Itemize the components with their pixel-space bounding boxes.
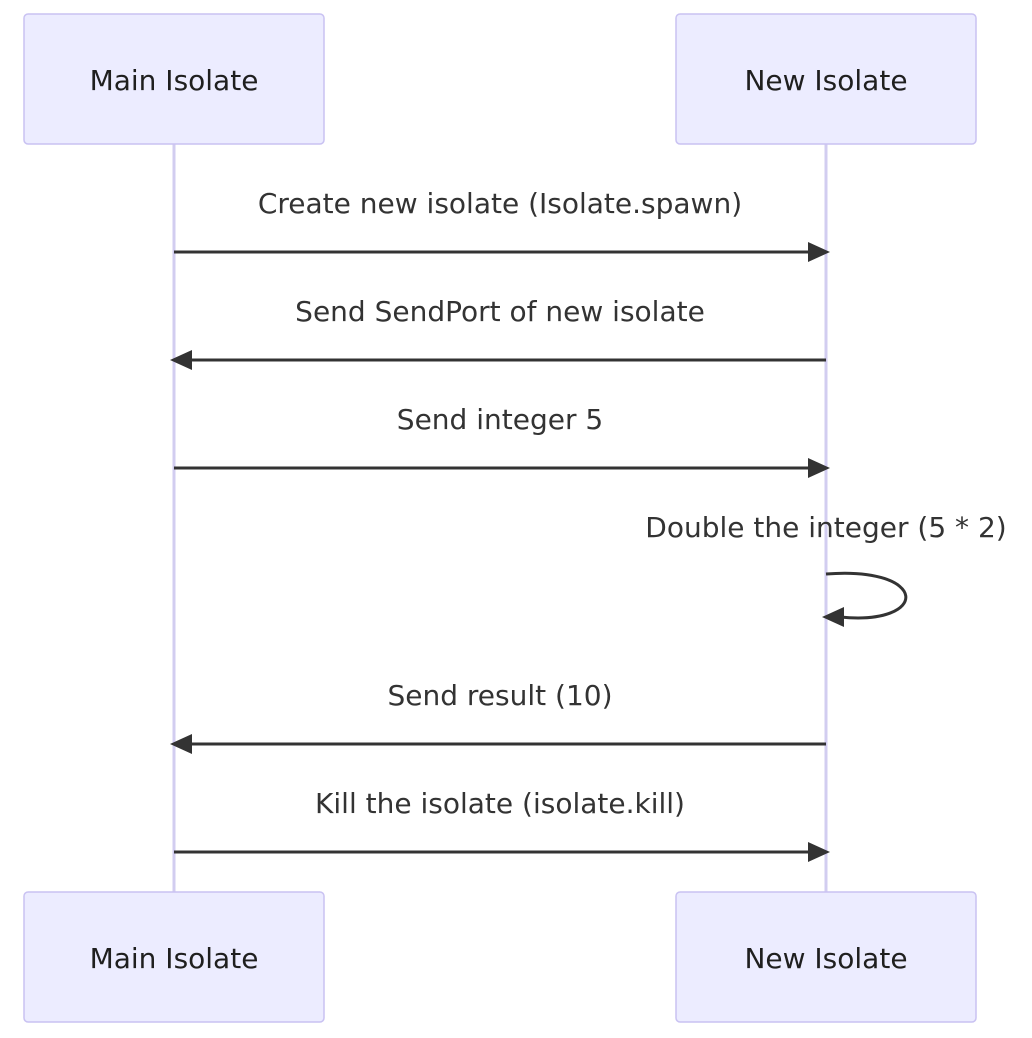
message-send-result: Send result (10) (170, 679, 826, 754)
message-label: Double the integer (5 * 2) (645, 511, 1006, 544)
message-send-integer: Send integer 5 (174, 403, 830, 478)
message-label: Kill the isolate (isolate.kill) (315, 787, 685, 820)
message-kill-isolate: Kill the isolate (isolate.kill) (174, 787, 830, 862)
actor-label: New Isolate (744, 64, 907, 97)
actor-label: New Isolate (744, 942, 907, 975)
arrowhead-right (808, 458, 830, 478)
actor-box (675, 891, 977, 1023)
actor-box (23, 13, 325, 145)
message-double-integer: Double the integer (5 * 2) (645, 511, 1007, 627)
arrowhead-right (808, 242, 830, 262)
arrowhead-right (808, 842, 830, 862)
message-create-isolate: Create new isolate (Isolate.spawn) (174, 187, 830, 262)
actor-box (23, 891, 325, 1023)
actor-label: Main Isolate (90, 64, 259, 97)
message-label: Send result (10) (387, 679, 612, 712)
message-label: Send SendPort of new isolate (295, 295, 705, 328)
message-label: Send integer 5 (397, 403, 603, 436)
arrowhead-left (170, 734, 192, 754)
actor-new-isolate-bottom: New Isolate (675, 891, 977, 1023)
actor-main-isolate-bottom: Main Isolate (23, 891, 325, 1023)
actor-box (675, 13, 977, 145)
actor-new-isolate-top: New Isolate (675, 13, 977, 145)
message-send-sendport: Send SendPort of new isolate (170, 295, 826, 370)
message-label: Create new isolate (Isolate.spawn) (258, 187, 742, 220)
actor-main-isolate-top: Main Isolate (23, 13, 325, 145)
arrowhead-left (170, 350, 192, 370)
self-loop-arrow (825, 571, 908, 620)
arrowhead-left (822, 607, 844, 627)
actor-label: Main Isolate (90, 942, 259, 975)
